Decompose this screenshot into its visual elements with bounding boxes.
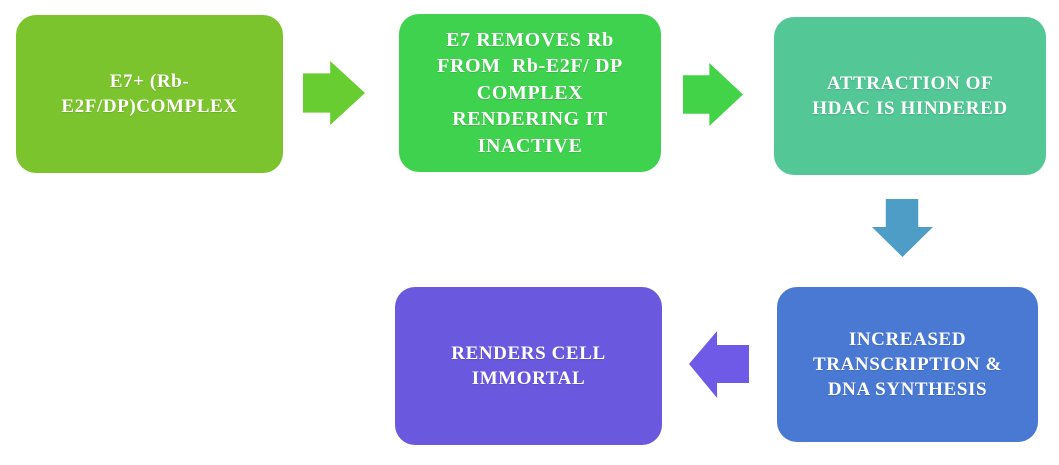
box-renders-cell-immortal: RENDERS CELL IMMORTAL xyxy=(395,287,662,445)
arrow-down-icon xyxy=(872,199,933,257)
arrow-right-icon xyxy=(683,63,743,126)
box-e7-complex: E7+ (Rb- E2F/DP)COMPLEX xyxy=(16,15,283,173)
arrow-left-icon xyxy=(689,331,749,398)
box-e7-removes-rb: E7 REMOVES Rb FROM Rb-E2F/ DP COMPLEX RE… xyxy=(399,14,661,172)
box-increased-transcription: INCREASED TRANSCRIPTION & DNA SYNTHESIS xyxy=(777,287,1038,442)
arrow-right-icon xyxy=(303,61,365,125)
box-hdac-hindered: ATTRACTION OF HDAC IS HINDERED xyxy=(774,17,1046,175)
